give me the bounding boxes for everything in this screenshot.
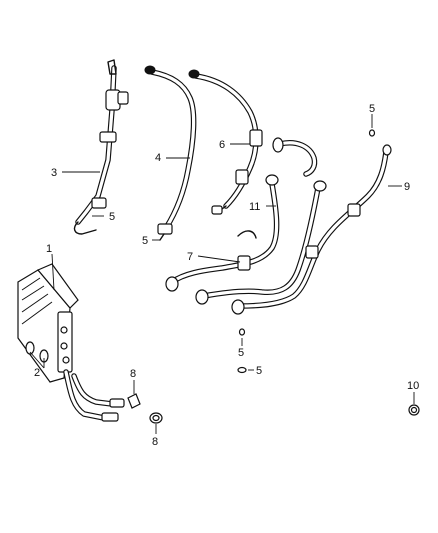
- callout-5-line-3: 5: [109, 211, 115, 223]
- callout-7: 7: [187, 251, 193, 263]
- callout-8-upper: 8: [130, 368, 136, 380]
- coolant-hose-11: [195, 180, 327, 305]
- leader-lines: [29, 114, 415, 434]
- callout-6: 6: [219, 139, 225, 151]
- cooler-line-4: [144, 65, 197, 241]
- cooler-line-6: [188, 69, 263, 215]
- coolant-hose-7: [165, 174, 280, 292]
- clips-8: [127, 393, 163, 424]
- cooler-assembly: [17, 263, 125, 422]
- callout-3: 3: [51, 167, 57, 179]
- callout-5-upper-right: 5: [369, 103, 375, 115]
- callout-4: 4: [155, 152, 161, 164]
- elbow-hose: [272, 137, 318, 177]
- callout-11: 11: [249, 201, 260, 213]
- callout-1: 1: [46, 243, 52, 255]
- callout-9: 9: [404, 181, 410, 193]
- callout-5-lower: 5: [256, 365, 262, 377]
- o-ring-seals: [237, 129, 376, 374]
- cooler-line-3: [73, 59, 129, 235]
- callout-labels: 1 2 3 4 5 5 5 5 5 6 7 8 8 9 10 11: [34, 103, 419, 448]
- callout-5-line-4: 5: [142, 235, 148, 247]
- callout-8-lower: 8: [152, 436, 158, 448]
- callout-2: 2: [34, 367, 40, 379]
- clamp-10: [408, 404, 420, 416]
- callout-5-middle: 5: [238, 347, 244, 359]
- callout-10: 10: [407, 380, 419, 392]
- coolant-hose-9: [231, 144, 392, 315]
